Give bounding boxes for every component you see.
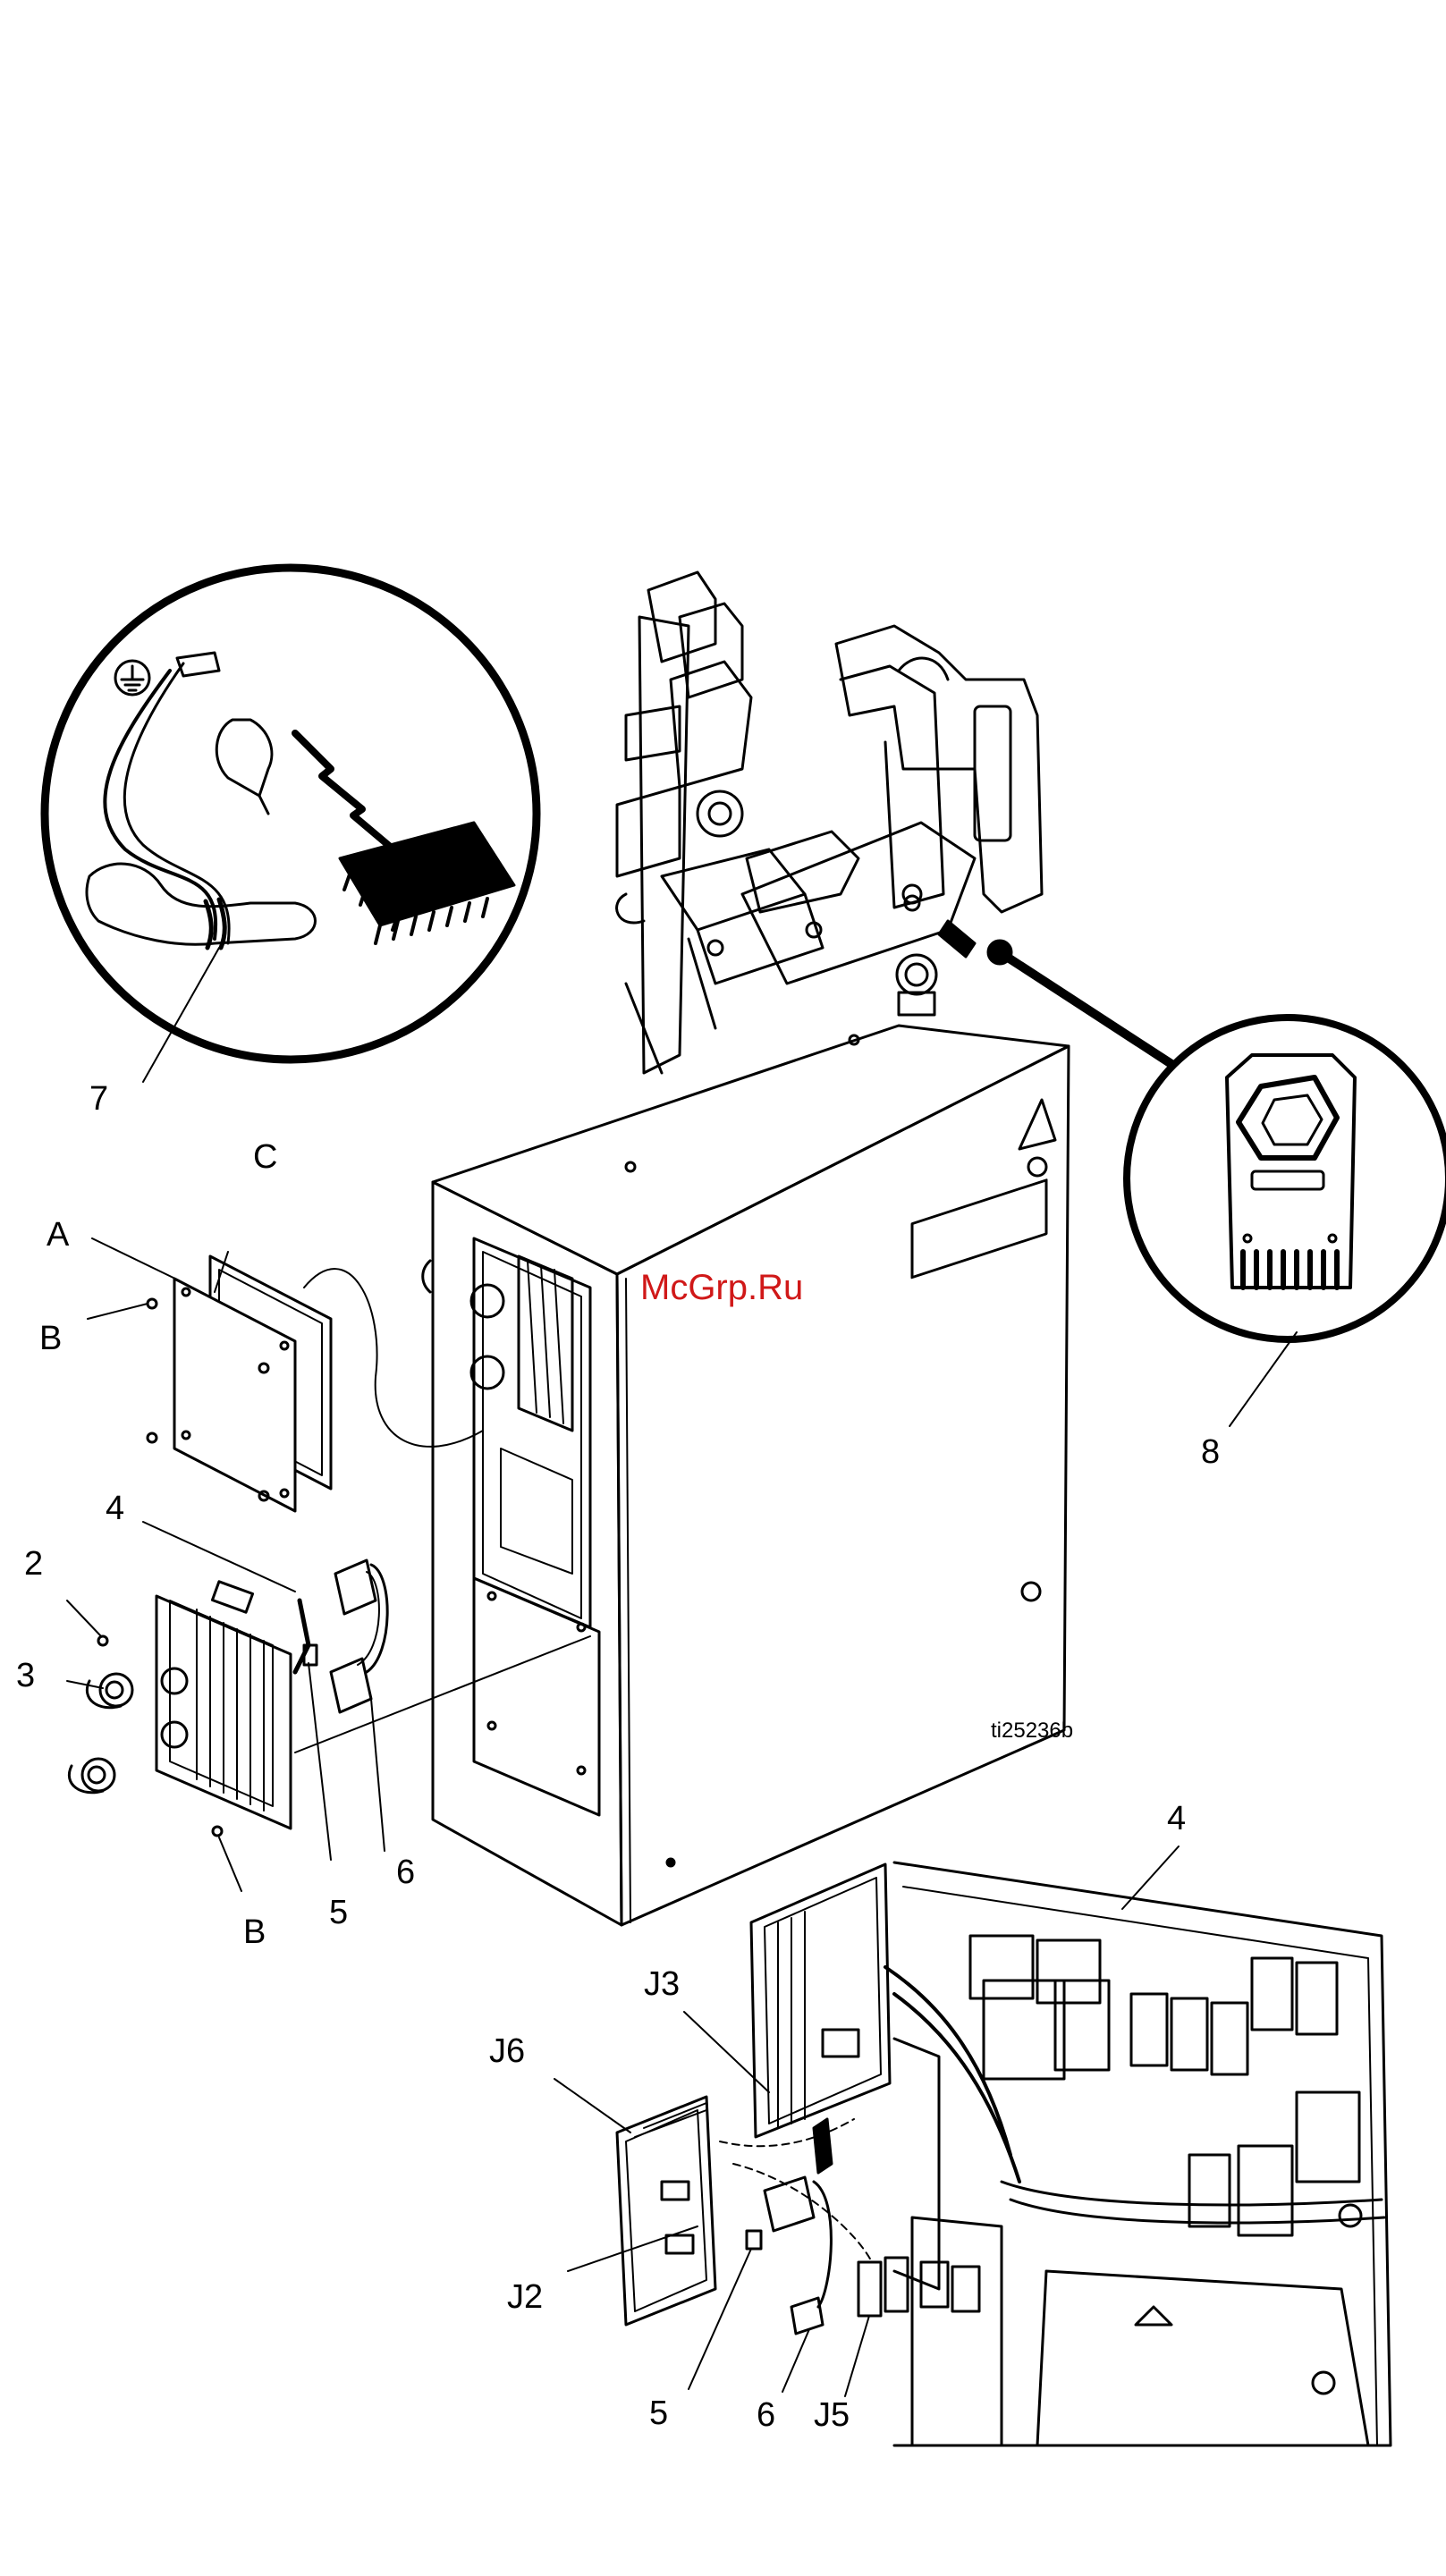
- contactor-block: [970, 1936, 1109, 2079]
- connector-j5: [858, 2258, 908, 2316]
- display-module: [156, 1582, 309, 1829]
- callout-6-bottom: 6: [757, 2398, 775, 2432]
- callout-j2: J2: [507, 2280, 543, 2314]
- main-control-cabinet: [423, 955, 1069, 1925]
- callout-j3: J3: [644, 1967, 680, 2001]
- figure-id: ti25236b: [991, 1719, 1073, 1744]
- display-board-j3: [751, 1864, 890, 2137]
- callout-c: C: [253, 1140, 277, 1174]
- display-board-j6: [617, 2097, 715, 2325]
- fuse-blocks: [1131, 1958, 1337, 2074]
- access-cover-a: [174, 1279, 295, 1511]
- callout-j6: J6: [489, 2034, 525, 2068]
- gun-manifold-assembly: [617, 572, 975, 1073]
- callout-8: 8: [1201, 1435, 1220, 1469]
- callout-j5: J5: [814, 2398, 850, 2432]
- cable-6: [331, 1560, 387, 1712]
- esd-wrist-strap-icon: [87, 720, 315, 948]
- callout-2: 2: [24, 1547, 43, 1581]
- callout-7: 7: [89, 1082, 108, 1116]
- callout-6-top: 6: [396, 1855, 415, 1889]
- callout-4-bottom: 4: [1167, 1802, 1186, 1836]
- callout-b-top: B: [39, 1322, 62, 1356]
- watermark: McGrp.Ru: [640, 1268, 803, 1308]
- cable-6-bottom: [765, 2177, 831, 2334]
- callout-5-bottom: 5: [649, 2396, 668, 2430]
- esd-detail-circle: [45, 568, 537, 1060]
- electrical-panel-detail: [885, 1862, 1391, 2445]
- callout-5-top: 5: [329, 1896, 348, 1930]
- graco-key-token-icon: [1227, 1055, 1355, 1288]
- gun-holder-bracket: [836, 626, 1042, 957]
- screw-b-bottom: [213, 1827, 222, 1836]
- callout-a: A: [47, 1218, 69, 1252]
- ground-symbol-icon: [115, 661, 149, 695]
- static-spark: [295, 733, 393, 849]
- callout-4-top: 4: [106, 1491, 124, 1525]
- callout-b-bottom: B: [243, 1915, 266, 1949]
- callout-3: 3: [16, 1659, 35, 1693]
- screw-2: [98, 1636, 107, 1645]
- knob-3: [69, 1674, 132, 1793]
- ground-cord: [105, 671, 216, 939]
- microchip-icon: [340, 823, 514, 943]
- connector-5-bottom: [747, 2231, 761, 2249]
